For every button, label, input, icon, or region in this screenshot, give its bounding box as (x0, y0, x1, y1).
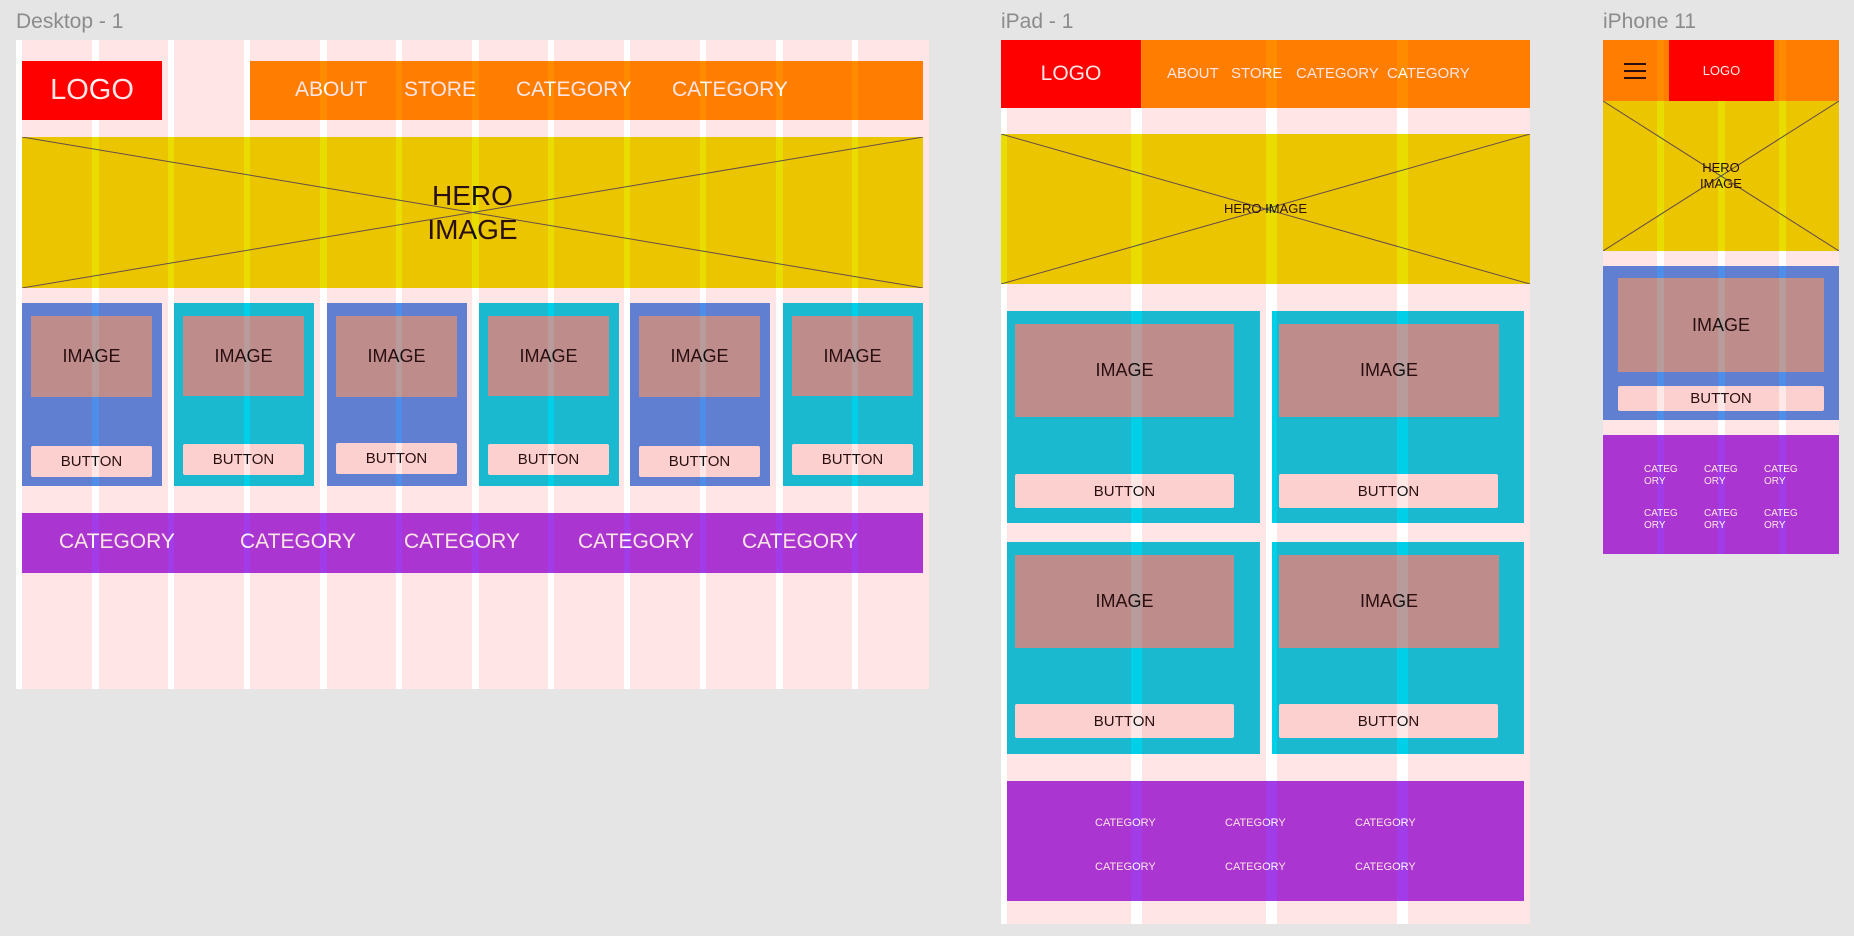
category-link[interactable]: CATEGORY (404, 530, 520, 553)
card-button[interactable]: BUTTON (1618, 386, 1824, 411)
product-card: IMAGE BUTTON (22, 303, 162, 486)
nav-item-store[interactable]: STORE (1231, 65, 1283, 82)
card-button[interactable]: BUTTON (31, 446, 152, 477)
hero-text: HERO IMAGE (1223, 201, 1308, 217)
ipad-category-bar: CATEGORY CATEGORY CATEGORY CATEGORY CATE… (1007, 781, 1524, 901)
category-link[interactable]: CATEGORY (1225, 817, 1286, 829)
category-link[interactable]: CATEGORY (1355, 861, 1416, 873)
frame-label-desktop: Desktop - 1 (16, 10, 124, 33)
product-card: IMAGE BUTTON (1007, 542, 1260, 754)
nav-item-category[interactable]: CATEGORY (1296, 65, 1379, 82)
card-button[interactable]: BUTTON (336, 443, 457, 474)
desktop-nav-bar: ABOUT STORE CATEGORY CATEGORY (250, 61, 923, 120)
product-card: IMAGE BUTTON (327, 303, 467, 486)
card-button[interactable]: BUTTON (792, 444, 913, 475)
image-placeholder: IMAGE (1279, 324, 1499, 417)
iphone-hero-image: HERO IMAGE (1603, 101, 1839, 251)
category-text: ORY (1704, 520, 1726, 531)
desktop-hero-image: HERO IMAGE (22, 137, 923, 288)
image-placeholder: IMAGE (488, 316, 609, 396)
category-link[interactable]: CATEGORY (59, 530, 175, 553)
image-placeholder: IMAGE (31, 316, 152, 397)
card-button[interactable]: BUTTON (488, 444, 609, 475)
product-card: IMAGE BUTTON (1272, 542, 1524, 754)
desktop-category-bar: CATEGORY CATEGORY CATEGORY CATEGORY CATE… (22, 513, 923, 573)
nav-item-store[interactable]: STORE (404, 78, 476, 101)
product-card: IMAGE BUTTON (174, 303, 314, 486)
category-text: CATEG (1644, 464, 1678, 475)
ipad-nav-bar: ABOUT STORE CATEGORY CATEGORY (1141, 40, 1530, 108)
image-placeholder: IMAGE (792, 316, 913, 396)
product-card: IMAGE BUTTON (479, 303, 619, 486)
desktop-logo[interactable]: LOGO (22, 61, 162, 120)
desktop-frame[interactable]: LOGO ABOUT STORE CATEGORY CATEGORY HERO … (16, 40, 929, 689)
image-placeholder: IMAGE (1279, 555, 1499, 648)
image-placeholder: IMAGE (1618, 278, 1824, 372)
category-text: CATEG (1764, 464, 1798, 475)
iphone-logo[interactable]: LOGO (1669, 40, 1774, 101)
image-placeholder: IMAGE (336, 316, 457, 397)
category-link[interactable]: CATEGORY (1225, 861, 1286, 873)
category-text: ORY (1704, 476, 1726, 487)
ipad-hero-image: HERO IMAGE (1001, 134, 1530, 284)
category-link[interactable]: CATEGORY (578, 530, 694, 553)
card-button[interactable]: BUTTON (1015, 474, 1234, 508)
ipad-frame[interactable]: LOGO ABOUT STORE CATEGORY CATEGORY HERO … (1001, 40, 1530, 924)
category-link[interactable]: CATEGORY (1095, 861, 1156, 873)
image-placeholder: IMAGE (1015, 555, 1234, 648)
category-text: CATEG (1764, 508, 1798, 519)
image-placeholder: IMAGE (183, 316, 304, 396)
image-placeholder: IMAGE (1015, 324, 1234, 417)
image-placeholder: IMAGE (639, 316, 760, 397)
category-link[interactable]: CATEGORY (1355, 817, 1416, 829)
nav-item-about[interactable]: ABOUT (295, 78, 368, 101)
nav-item-category[interactable]: CATEGORY (672, 78, 788, 101)
category-text: ORY (1764, 476, 1786, 487)
product-card: IMAGE BUTTON (783, 303, 923, 486)
card-button[interactable]: BUTTON (1279, 474, 1498, 508)
nav-item-about[interactable]: ABOUT (1167, 65, 1219, 82)
product-card: IMAGE BUTTON (630, 303, 770, 486)
card-button[interactable]: BUTTON (1279, 704, 1498, 738)
nav-item-category[interactable]: CATEGORY (516, 78, 632, 101)
card-button[interactable]: BUTTON (183, 444, 304, 475)
ipad-logo[interactable]: LOGO (1001, 40, 1141, 108)
product-card: IMAGE BUTTON (1007, 311, 1260, 523)
hero-text: HERO (432, 179, 513, 211)
category-text: ORY (1644, 476, 1666, 487)
frame-label-iphone: iPhone 11 (1603, 10, 1697, 33)
category-link[interactable]: CATEGORY (240, 530, 356, 553)
hero-text: HERO (1702, 160, 1740, 176)
category-text: CATEG (1704, 464, 1738, 475)
card-button[interactable]: BUTTON (1015, 704, 1234, 738)
frame-label-ipad: iPad - 1 (1001, 10, 1074, 33)
category-link[interactable]: CATEGORY (1095, 817, 1156, 829)
hero-text: IMAGE (1700, 176, 1742, 191)
product-card: IMAGE BUTTON (1603, 266, 1839, 420)
product-card: IMAGE BUTTON (1272, 311, 1524, 523)
card-button[interactable]: BUTTON (639, 446, 760, 477)
hamburger-menu-icon[interactable] (1624, 62, 1646, 80)
category-text: CATEG (1644, 508, 1678, 519)
category-link[interactable]: CATEGORY (742, 530, 858, 553)
category-text: CATEG (1704, 508, 1738, 519)
hero-text: IMAGE (427, 213, 518, 245)
category-text: ORY (1644, 520, 1666, 531)
nav-item-category[interactable]: CATEGORY (1387, 65, 1470, 82)
category-text: ORY (1764, 520, 1786, 531)
